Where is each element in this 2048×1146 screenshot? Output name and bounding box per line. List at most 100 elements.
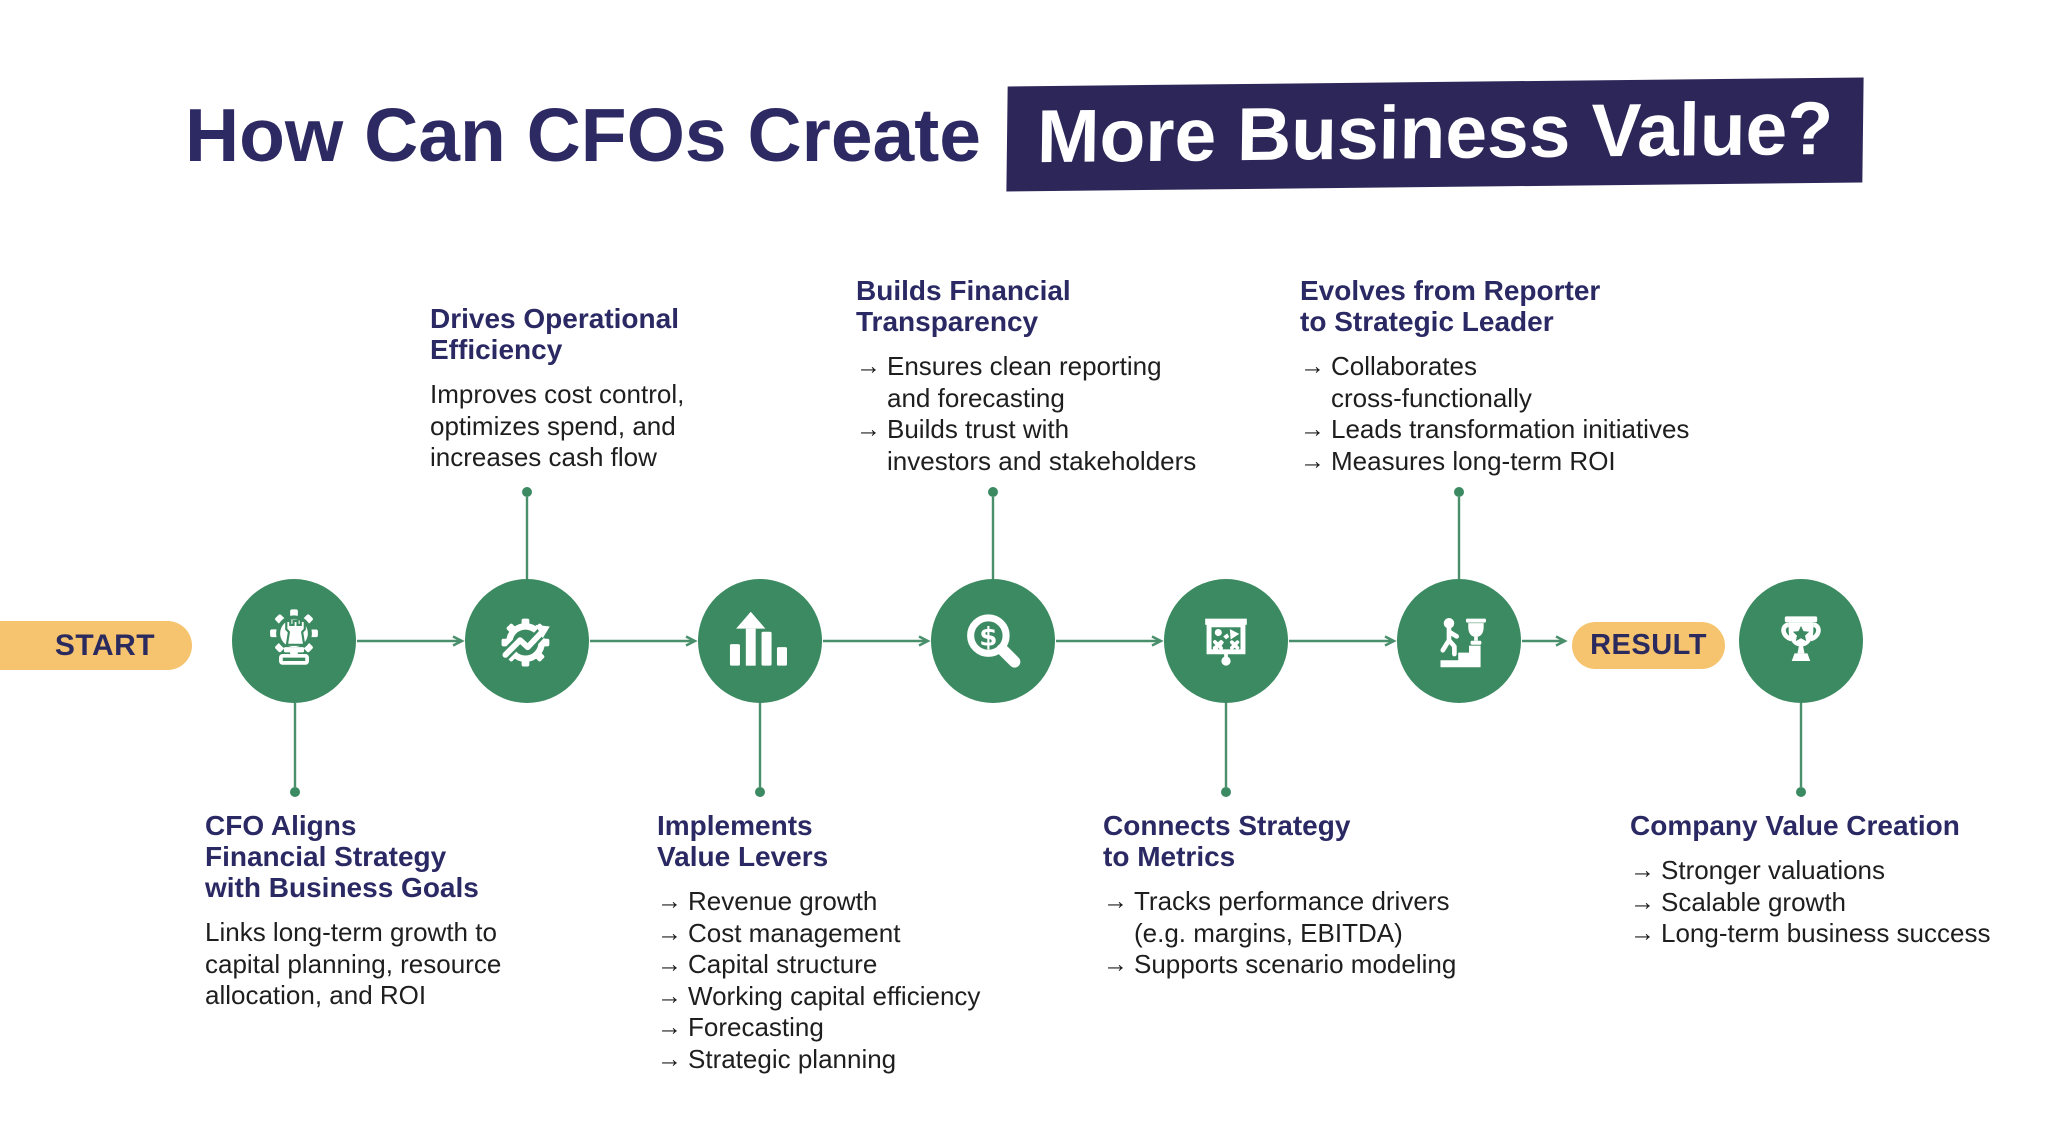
bullet-item: →Tracks performance drivers(e.g. margins…: [1103, 886, 1456, 949]
bullet-arrow-icon: →: [1300, 352, 1325, 380]
bullet-arrow-icon: →: [856, 415, 881, 443]
stage-heading: Evolves from Reporter to Strategic Leade…: [1300, 275, 1689, 337]
stage-heading: Implements Value Levers: [657, 810, 980, 872]
page-title-highlight-text: More Business Value?: [1036, 85, 1834, 179]
bullet-line: Forecasting: [688, 1012, 824, 1042]
timeline-node-strategic-leader: [1397, 579, 1521, 703]
timeline-node-cfo-aligns-strategy: [232, 579, 356, 703]
result-badge: RESULT: [1572, 622, 1725, 669]
bullet-item: →Revenue growth: [657, 886, 980, 918]
result-badge-label: RESULT: [1590, 629, 1707, 661]
body-line: Links long-term growth to: [205, 917, 497, 947]
heading-line: Efficiency: [430, 334, 563, 365]
bullet-line: Ensures clean reporting: [887, 351, 1162, 381]
bullet-arrow-icon: →: [657, 918, 682, 947]
timeline-node-company-value-creation: [1739, 579, 1863, 703]
stage-heading: CFO Aligns Financial Strategy with Busin…: [205, 810, 501, 903]
body-line: Improves cost control,: [430, 379, 685, 409]
page-title-highlight-box: More Business Value?: [1006, 77, 1864, 192]
bullet-line: Tracks performance drivers: [1134, 886, 1450, 916]
bullet-item: →Supports scenario modeling: [1103, 949, 1456, 981]
bullet-line: Long-term business success: [1661, 918, 1991, 948]
bullet-arrow-icon: →: [657, 1044, 682, 1073]
bullet-arrow-icon: →: [657, 1013, 682, 1041]
body-line: capital planning, resource: [205, 948, 502, 979]
bullet-line: Revenue growth: [688, 886, 878, 916]
svg-text:$: $: [979, 623, 997, 653]
bullet-line: Working capital efficiency: [688, 980, 981, 1011]
bullet-line: and forecasting: [887, 382, 1065, 413]
bullet-item: →Forecasting: [657, 1012, 980, 1044]
stairs-trophy-icon: [1440, 618, 1486, 668]
body-line: optimizes spend, and: [430, 410, 676, 441]
bullet-line: Leads transformation initiatives: [1331, 414, 1690, 444]
bullet-item: →Measures long-term ROI: [1300, 446, 1689, 478]
page-title: How Can CFOs Create More Business Value?: [0, 77, 2048, 192]
body-line: increases cash flow: [430, 442, 657, 472]
bullet-line: Measures long-term ROI: [1331, 445, 1616, 476]
bullet-line: Capital structure: [688, 949, 878, 979]
bullet-line: Supports scenario modeling: [1134, 949, 1457, 979]
stage-heading: Company Value Creation: [1630, 810, 1990, 841]
bar-chart-arrow-icon: [729, 611, 787, 666]
bullet-line: (e.g. margins, EBITDA): [1134, 917, 1403, 948]
magnifier-dollar-icon: $: [967, 614, 1021, 668]
stage-text-operational-efficiency: Drives Operational Efficiency Improves c…: [430, 303, 684, 474]
heading-line: Company Value Creation: [1630, 810, 1960, 841]
bullet-arrow-icon: →: [657, 950, 682, 978]
stage-heading: Drives Operational Efficiency: [430, 303, 684, 365]
heading-line: to Strategic Leader: [1300, 306, 1554, 337]
timeline-node-value-levers: [698, 579, 822, 703]
body-line: allocation, and ROI: [205, 980, 427, 1010]
bullet-arrow-icon: →: [1630, 887, 1655, 916]
timeline-node-operational-efficiency: [465, 579, 589, 703]
stage-text-company-value-creation: Company Value Creation →Stronger valuati…: [1630, 810, 1990, 950]
heading-line: Builds Financial: [856, 275, 1071, 306]
bullet-line: Cost management: [688, 917, 901, 948]
stage-text-strategy-to-metrics: Connects Strategy to Metrics →Tracks per…: [1103, 810, 1456, 981]
start-badge: START: [0, 621, 192, 670]
bullet-line: Scalable growth: [1661, 886, 1846, 917]
bullet-item: →Working capital efficiency: [657, 981, 980, 1013]
bullet-arrow-icon: →: [1630, 919, 1655, 947]
gear-growth-arrow-icon: [500, 618, 550, 667]
bullet-item: →Strategic planning: [657, 1044, 980, 1076]
bullet-item: →Scalable growth: [1630, 887, 1990, 919]
heading-line: CFO Aligns: [205, 810, 357, 841]
timeline-node-financial-transparency: $: [931, 579, 1055, 703]
bullet-line: Collaborates: [1331, 351, 1477, 381]
heading-line: Evolves from Reporter: [1300, 275, 1601, 306]
heading-line: Financial Strategy: [205, 841, 447, 872]
bullet-arrow-icon: →: [1103, 887, 1128, 915]
timeline-node-strategy-to-metrics: [1164, 579, 1288, 703]
bullet-arrow-icon: →: [657, 981, 682, 1010]
heading-line: Implements: [657, 810, 813, 841]
page-title-plain: How Can CFOs Create: [184, 92, 981, 177]
bullet-arrow-icon: →: [1103, 950, 1128, 978]
bullet-item: →Capital structure: [657, 949, 980, 981]
bullet-arrow-icon: →: [1300, 446, 1325, 475]
heading-line: Value Levers: [657, 841, 829, 872]
heading-line: Connects Strategy: [1103, 810, 1351, 841]
bullet-arrow-icon: →: [657, 887, 682, 915]
bullet-item: →Leads transformation initiatives: [1300, 414, 1689, 446]
bullet-line: cross-functionally: [1331, 382, 1532, 413]
start-badge-label: START: [54, 628, 156, 662]
bullet-line: investors and stakeholders: [887, 445, 1197, 476]
bullet-line: Stronger valuations: [1661, 855, 1886, 885]
stage-text-strategic-leader: Evolves from Reporter to Strategic Leade…: [1300, 275, 1689, 477]
stage-text-value-levers: Implements Value Levers →Revenue growth …: [657, 810, 980, 1075]
chess-rook-gear-icon: [270, 609, 318, 665]
stage-heading: Builds Financial Transparency: [856, 275, 1196, 337]
stage-text-cfo-aligns-strategy: CFO Aligns Financial Strategy with Busin…: [205, 810, 501, 1012]
stage-text-financial-transparency: Builds Financial Transparency →Ensures c…: [856, 275, 1196, 477]
heading-line: Transparency: [856, 306, 1039, 337]
bullet-arrow-icon: →: [856, 352, 881, 380]
bullet-item: →Cost management: [657, 918, 980, 950]
trophy-icon: [1781, 616, 1821, 662]
bullet-item: →Long-term business success: [1630, 918, 1990, 950]
